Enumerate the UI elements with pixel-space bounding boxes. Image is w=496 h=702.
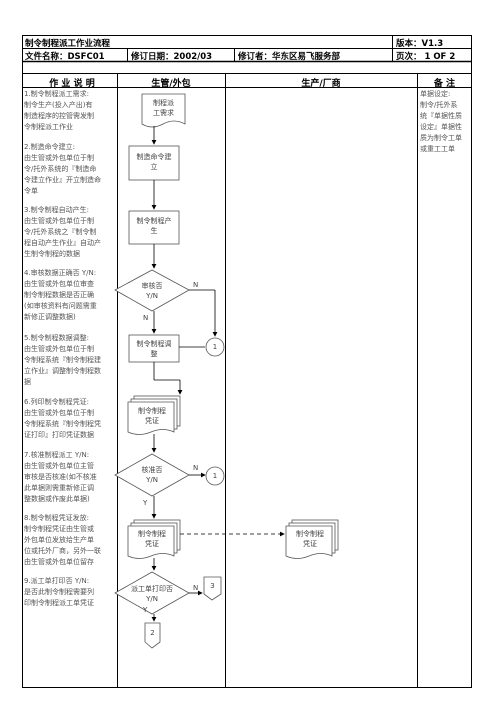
document-title: 制令制程派工作业流程 [25, 39, 111, 49]
approve-yes-label: Y [143, 499, 148, 507]
print-voucher-stack [127, 395, 181, 435]
dispatch-print-diamond [114, 571, 190, 615]
approve-diamond [114, 453, 190, 497]
approve-no-label: N [193, 464, 199, 472]
column-production: 生产/厂商 [301, 79, 341, 89]
issue-voucher-copy-label: 制令制程 凭证 [296, 530, 324, 548]
audit-yes-label: N [143, 314, 149, 322]
dispatch-print-label: 派工单打印否 Y/N [131, 585, 173, 603]
issue-voucher-stack [127, 519, 181, 559]
column-management: 生管/外包 [151, 79, 191, 89]
remarks-note: 单据设定: 制令/托外系 统『单据性质 设定』单据性 质为制令工单 或重工工单 [420, 90, 462, 153]
connector-3-label: 3 [210, 582, 215, 590]
auto-generate-node [128, 210, 180, 245]
auto-generate-label: 制令制程产 生 [136, 217, 172, 235]
version-label: 版本：V1.3 [396, 39, 444, 49]
audit-label: 审核否 Y/N [141, 282, 163, 300]
connector-1a-label: 1 [212, 343, 218, 351]
column-description: 作 业 说 明 [49, 79, 95, 89]
connector-3 [203, 576, 222, 601]
dispatch-yes-label: Y [143, 606, 148, 614]
revision-date-label: 修订日期：2002/03 [131, 52, 213, 62]
file-name-label: 文件名称：DSFC01 [25, 52, 105, 62]
start-node [141, 93, 186, 128]
issue-voucher-label: 制令制程 凭证 [138, 530, 166, 548]
audit-diamond [114, 269, 190, 312]
adjust-label: 制令制程调 整 [136, 340, 172, 358]
step-description-6: 6.列印制令制程凭证: 由生管或外包单位于制 令制程系统『制令制程凭 证打印』打… [24, 398, 101, 439]
approve-label: 核准否 Y/N [141, 466, 163, 484]
step-description-7: 7.核准制程派工 Y/N: 由生管或外包单位主管 审核是否核准(如不核准 此单据… [24, 451, 97, 503]
connector-1b-label: 1 [212, 472, 218, 480]
column-remarks: 备 注 [433, 79, 456, 89]
connector-1a [205, 337, 225, 357]
dispatch-no-label: N [193, 584, 199, 592]
reviser-label: 修订者：华东区易飞服务部 [238, 52, 341, 62]
step-description-1: 1.制令制程派工需求: 制令生产(投入产出)有 制造程序的控管需发制 令制程派工… [24, 90, 94, 131]
step-description-2: 2.制造命令建立: 由生管或外包单位于制 令/托外系统的『制造命 令建立作业』开… [24, 143, 101, 195]
step-description-3: 3.制令制程自动产生: 由生管或外包单位于制 令/托外系统之『制令制 程自动产生… [24, 206, 101, 258]
step-description-8: 8.制令制程凭证发放: 制令制程凭证由生管或 外包单位发放给生产单 位或托外厂商… [24, 514, 101, 566]
create-order-label: 制造命令建 立 [136, 153, 172, 171]
step-description-5: 5.制令制程数据调整: 由生管或外包单位于制 令制程系统『制令制程建 立作业』调… [24, 334, 101, 386]
start-node-label: 制程派 工需求 [153, 99, 174, 117]
connector-1b [205, 466, 225, 486]
issue-voucher-copy-stack [285, 519, 339, 559]
step-description-9: 9.派工单打印否 Y/N: 是否此制令制程需要列 印制令制程派工单凭证 [24, 577, 94, 607]
print-voucher-label: 制令制程 凭证 [138, 407, 166, 425]
connector-2 [144, 622, 161, 649]
audit-no-label: N [193, 281, 199, 289]
step-description-4: 4.审核数据正确否 Y/N: 由生管或外包单位审查 制令制程数据是否正确 (如审… [24, 269, 97, 321]
page-number-label: 页次： 1 OF 2 [396, 52, 456, 62]
connector-2-label: 2 [150, 629, 155, 637]
create-order-node [128, 145, 180, 181]
